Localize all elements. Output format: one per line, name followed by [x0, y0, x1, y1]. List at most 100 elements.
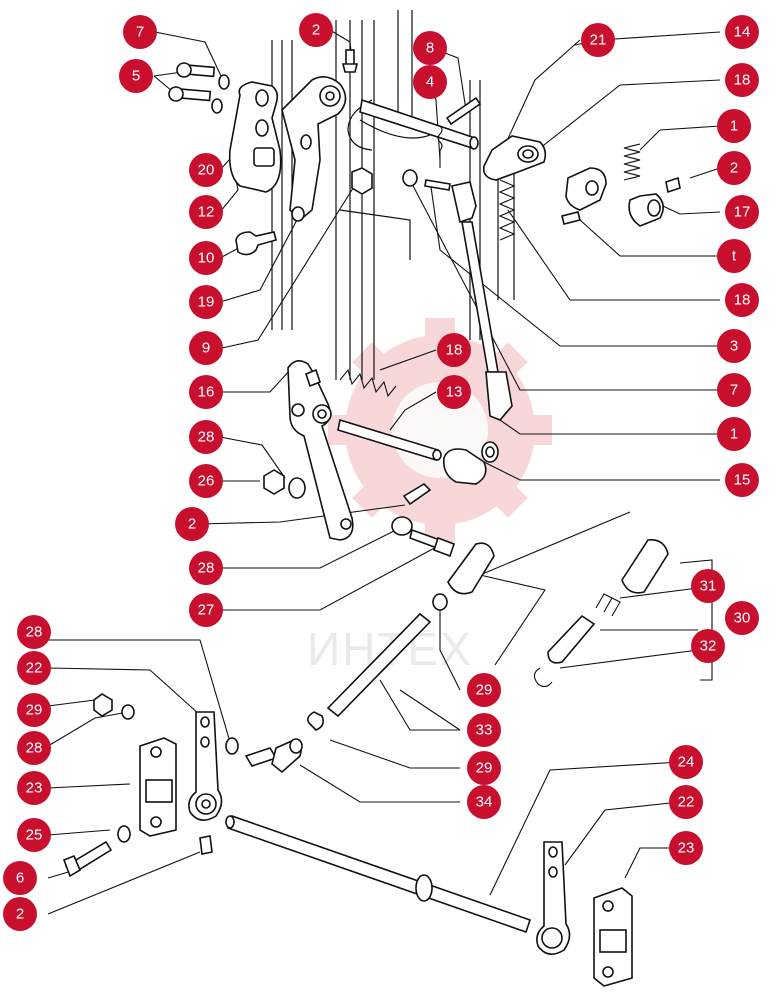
callout-badge-7: 7: [123, 15, 157, 49]
clip-32: [533, 667, 553, 688]
callout-label: 7: [136, 24, 144, 41]
callout-badge-22: 22: [669, 785, 703, 819]
screw-2-right: [665, 176, 681, 194]
nut-29a: [432, 593, 448, 611]
callout-circle: [17, 731, 51, 765]
callout-label: 29: [26, 702, 43, 719]
callout-badge-27: 27: [189, 593, 223, 627]
callout-label: t: [732, 248, 737, 265]
callout-label: 18: [446, 342, 463, 359]
callout-circle: [413, 65, 447, 99]
callout-label: 8: [426, 40, 434, 57]
callout-circle: [467, 751, 501, 785]
callout-label: 18: [734, 292, 751, 309]
callout-label: 7: [730, 382, 738, 399]
callout-circle: [17, 693, 51, 727]
sleeve-31: [621, 538, 669, 594]
callout-label: 5: [132, 68, 140, 85]
callout-label: 15: [734, 472, 751, 489]
callout-circle: [189, 241, 223, 275]
callout-circle: [189, 285, 223, 319]
callout-label: 22: [26, 660, 43, 677]
callout-circle: [17, 615, 51, 649]
callout-badge-29: 29: [467, 673, 501, 707]
callout-badge-32: 32: [691, 629, 725, 663]
stud-16: [305, 368, 321, 388]
callout-badge-29: 29: [17, 693, 51, 727]
plunger-32: [547, 614, 596, 664]
callout-badge-15: 15: [725, 463, 759, 497]
callout-label: 2: [730, 160, 738, 177]
lever-22-left: [188, 711, 223, 821]
callout-label: 3: [730, 338, 738, 355]
callout-circle: [3, 897, 37, 931]
washer-28c: [225, 737, 239, 755]
callout-badge-14: 14: [725, 15, 759, 49]
callout-label: 2: [188, 516, 196, 533]
callout-label: 24: [678, 754, 695, 771]
rod-33: [326, 612, 432, 718]
callout-label: 23: [26, 780, 43, 797]
callout-badge-30: 30: [725, 601, 759, 635]
callout-label: 14: [734, 24, 751, 41]
callout-circle: [189, 420, 223, 454]
callout-badge-28: 28: [189, 551, 223, 585]
screw-2-mid: [402, 482, 432, 506]
callout-circle: [717, 329, 751, 363]
callout-label: 13: [446, 384, 463, 401]
callout-circle: [717, 239, 751, 273]
callout-circle: [717, 373, 751, 407]
callout-label: 2: [16, 906, 24, 923]
callout-badge-10: 10: [189, 241, 223, 275]
callout-label: 17: [734, 204, 751, 221]
callout-label: 6: [16, 870, 24, 887]
callout-circle: [299, 13, 333, 47]
callout-circle: [437, 375, 471, 409]
washer-7b: [402, 169, 418, 187]
callout-label: 26: [198, 473, 215, 490]
callout-badge-25: 25: [17, 818, 51, 852]
callout-circle: [189, 551, 223, 585]
callout-label: 29: [476, 760, 493, 777]
callout-circle: [17, 771, 51, 805]
callout-badge-31: 31: [691, 569, 725, 603]
sleeve-left: [447, 542, 495, 595]
callout-label: 12: [198, 204, 215, 221]
callout-label: 9: [202, 340, 210, 357]
callout-label: 23: [678, 840, 695, 857]
callout-badge-13: 13: [437, 375, 471, 409]
callout-circle: [725, 195, 759, 229]
callout-label: 20: [198, 162, 215, 179]
callout-label: 31: [700, 578, 717, 595]
callout-label: 32: [700, 638, 717, 655]
lever-16: [287, 360, 354, 541]
upper-shaft: [359, 98, 476, 150]
screw-2-low: [199, 835, 213, 855]
callout-circle: [119, 59, 153, 93]
callout-label: 10: [198, 250, 215, 267]
callout-circle: [581, 23, 615, 57]
callout-label: 1: [730, 426, 738, 443]
callout-badge-7: 7: [717, 373, 751, 407]
washer-28d: [121, 704, 135, 720]
callout-badge-12: 12: [189, 195, 223, 229]
collar-24: [415, 874, 433, 902]
callout-badge-34: 34: [467, 785, 501, 819]
callout-circle: [725, 463, 759, 497]
callout-circle: [437, 333, 471, 367]
callout-badge-3: 3: [717, 329, 751, 363]
callout-badge-5: 5: [119, 59, 153, 93]
callout-badge-t: t: [717, 239, 751, 273]
callout-badge-1: 1: [717, 109, 751, 143]
callout-circle: [725, 601, 759, 635]
callout-circle: [189, 464, 223, 498]
callout-circle: [691, 569, 725, 603]
shaft-24: [226, 814, 532, 934]
callout-circle: [717, 151, 751, 185]
lever-22-right: [536, 841, 571, 955]
callout-circle: [175, 507, 209, 541]
bushing-15: [442, 448, 487, 485]
spring-4: [437, 125, 443, 168]
screw-2-top: [341, 49, 359, 73]
